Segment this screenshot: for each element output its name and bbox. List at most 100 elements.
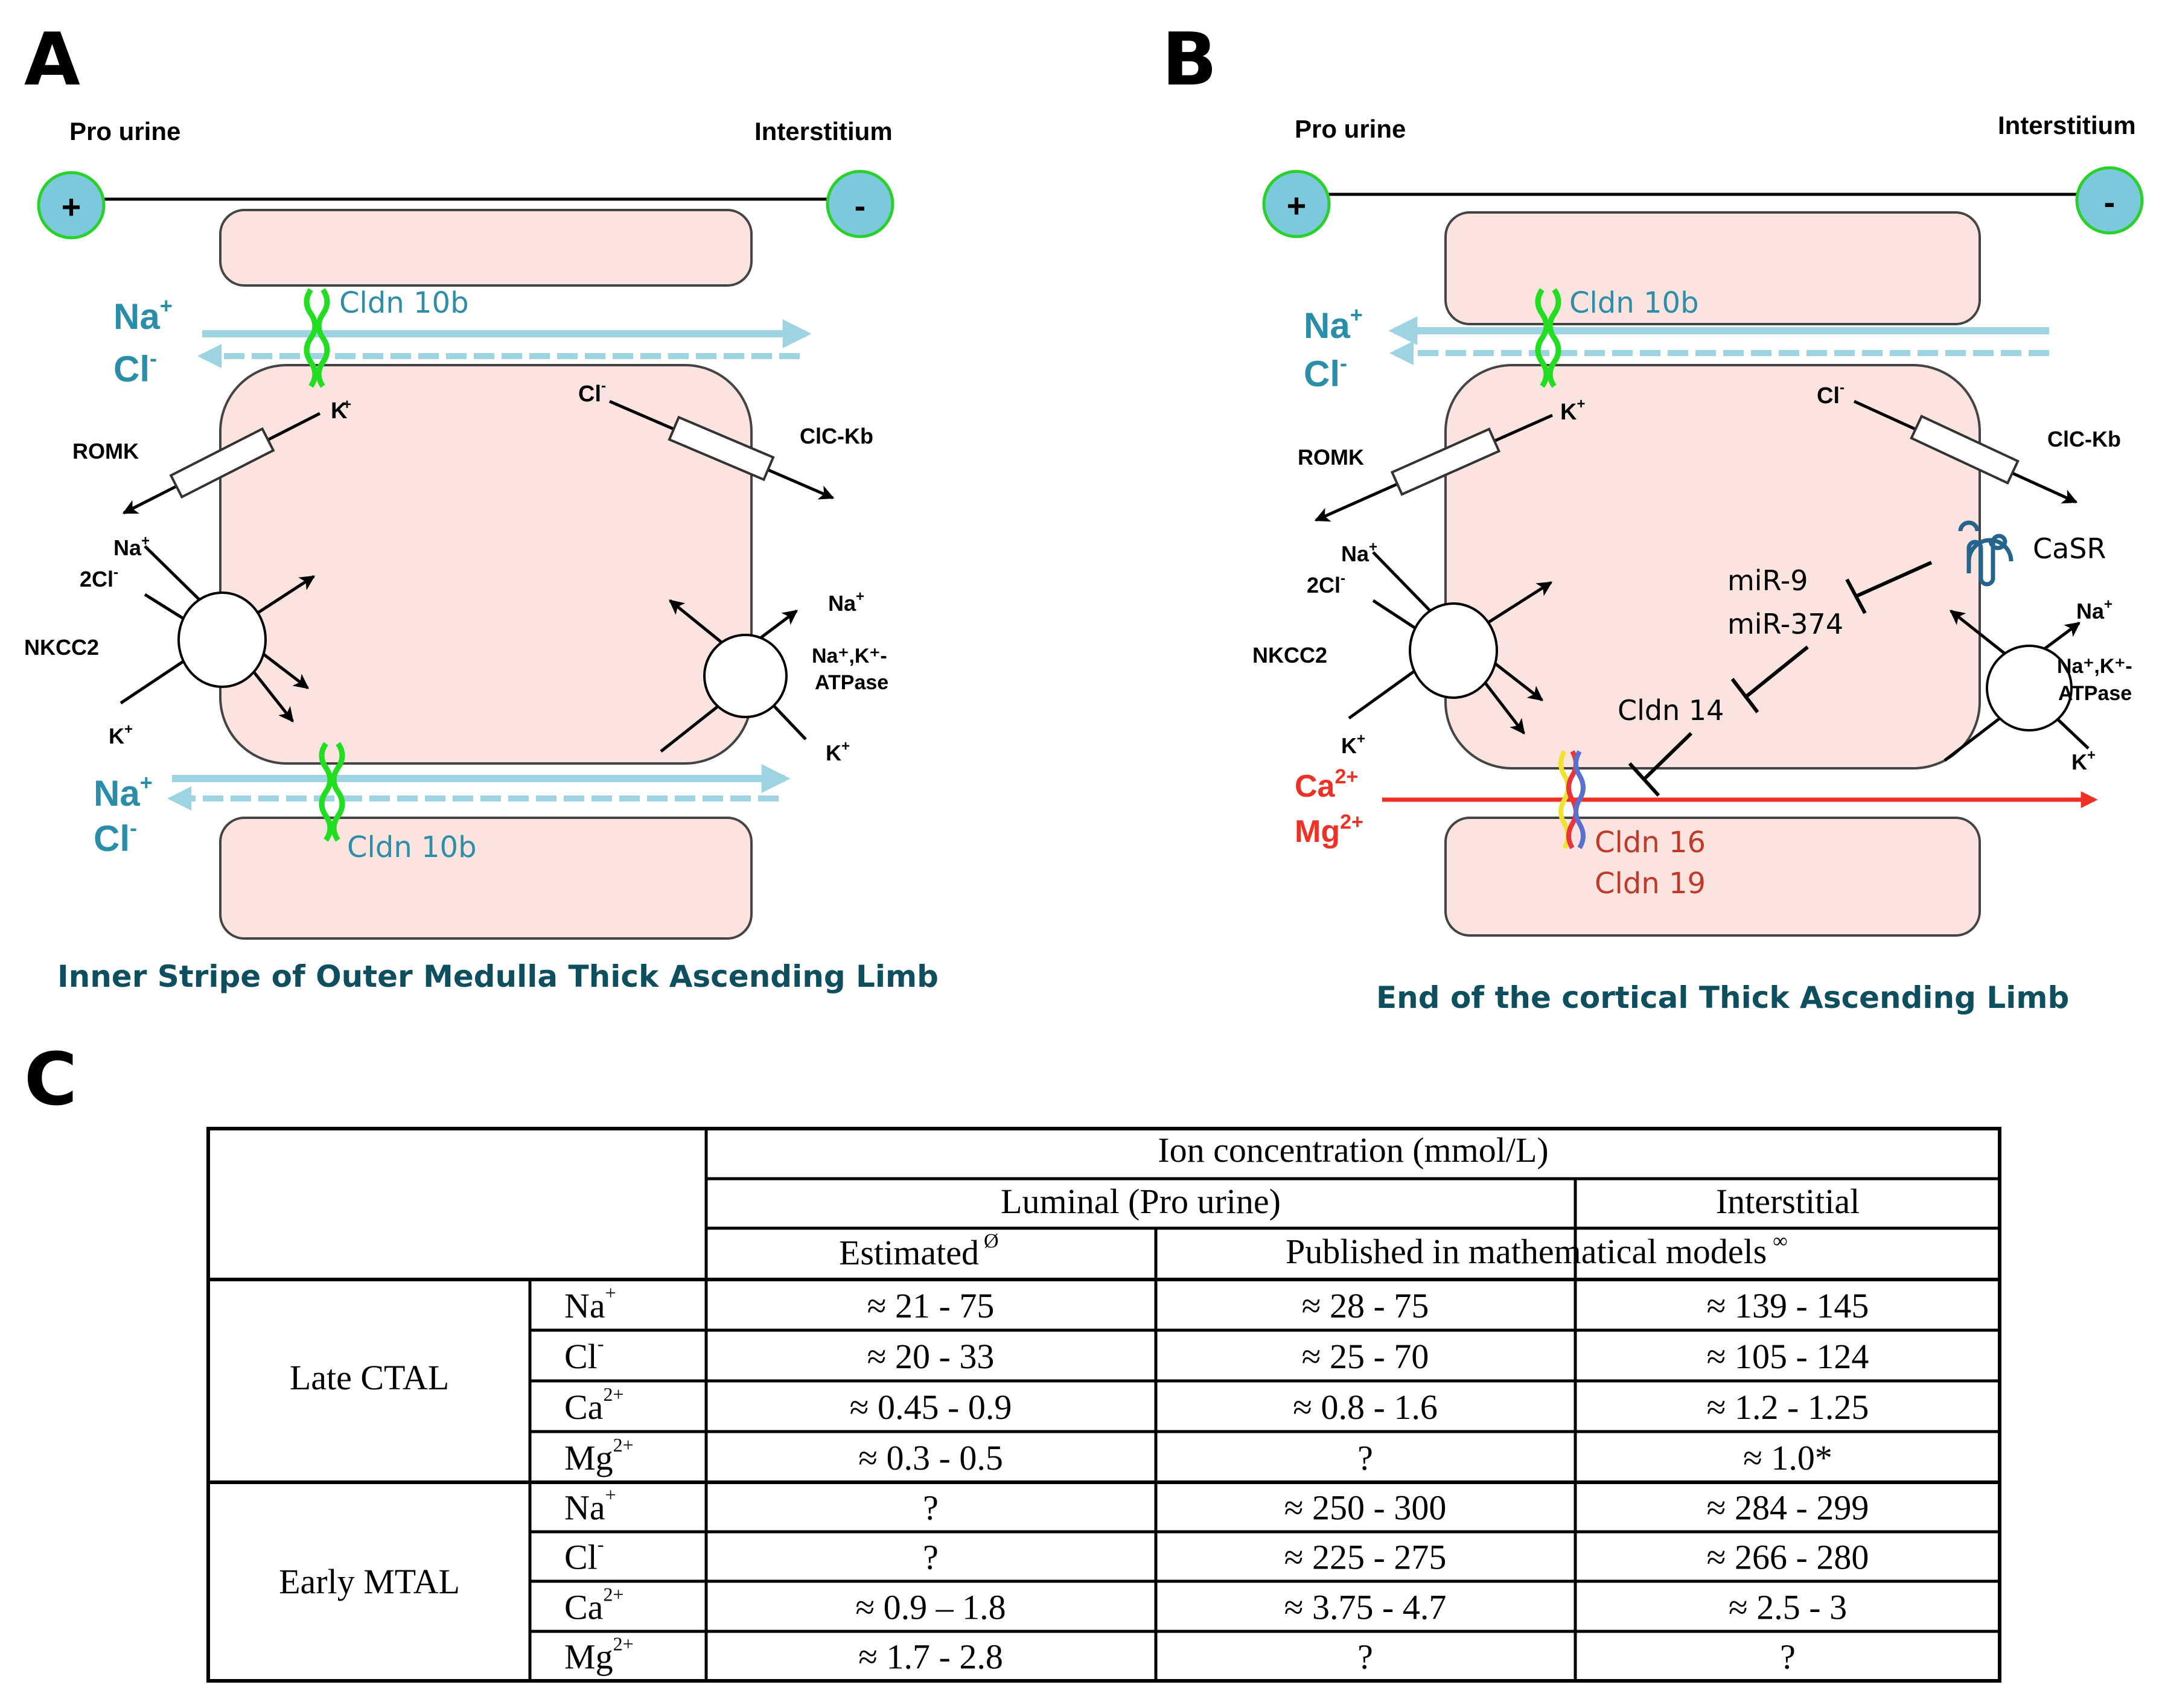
inhibition-casr-mir [1845, 561, 1933, 614]
cldn10b-bottom-label: Cldn 10b [347, 830, 477, 864]
svg-text:Cl-: Cl- [113, 346, 157, 389]
panel-b-letter: B [1162, 18, 1217, 102]
table-cell-interstitial: ≈ 266 - 280 [1707, 1538, 1869, 1577]
plus-electrode-b: + [1262, 170, 1331, 238]
svg-text:-: - [2104, 183, 2116, 221]
table-cell-estimated: ≈ 20 - 33 [867, 1337, 995, 1376]
cldn10b-label-b: Cldn 10b [1569, 286, 1699, 320]
table-cell-published: ≈ 250 - 300 [1284, 1488, 1447, 1528]
ca-mg-labels: Ca2+ Mg2+ [1295, 765, 1363, 849]
svg-text:Cl-: Cl- [1304, 351, 1347, 394]
svg-text:K: K [331, 398, 348, 424]
table-cell-interstitial: ≈ 1.2 - 1.25 [1707, 1388, 1869, 1427]
table-cell-interstitial: ≈ 105 - 124 [1707, 1337, 1869, 1376]
table-cell-published: ? [1357, 1438, 1373, 1477]
inhibition-cldn14-cldn16 [1628, 731, 1693, 797]
table-cell-estimated: ≈ 0.45 - 0.9 [850, 1388, 1012, 1427]
na-k-atpase: Na+ Na⁺,K⁺- ATPase K+ [660, 588, 888, 765]
svg-text:K+: K+ [2071, 747, 2096, 774]
nkcc2-cotransporter: Na+ 2Cl- NKCC2 K+ [24, 533, 316, 748]
svg-text:Cl-: Cl- [94, 815, 137, 859]
table-cell-published: ≈ 3.75 - 4.7 [1284, 1587, 1447, 1627]
mir374-label: miR-374 [1727, 608, 1843, 640]
table-cell-interstitial: ≈ 139 - 145 [1707, 1286, 1869, 1325]
cldn16-19-junction [1558, 750, 1586, 850]
panel-a: A Pro urine Interstitium + - [24, 18, 939, 994]
svg-text:NKCC2: NKCC2 [1252, 643, 1327, 668]
svg-text:2Cl-: 2Cl- [1307, 570, 1345, 597]
group-late-ctal: Late CTAL [290, 1358, 449, 1397]
cldn16-label: Cldn 16 [1595, 826, 1706, 859]
main-cell [219, 364, 753, 765]
table-cell-estimated: ? [923, 1538, 939, 1577]
cldn10b-top-label: Cldn 10b [339, 286, 469, 320]
ion-cell: Cl- [564, 1534, 604, 1577]
table-cell-published: ≈ 225 - 275 [1284, 1538, 1447, 1577]
panel-a-caption: Inner Stripe of Outer Medulla Thick Asce… [57, 959, 939, 994]
group-early-mtal: Early MTAL [279, 1562, 460, 1601]
mir9-label: miR-9 [1727, 564, 1808, 597]
svg-text:K+: K+ [826, 738, 850, 765]
svg-text:ATPase: ATPase [815, 671, 888, 694]
svg-text:Published in mathematical mode: Published in mathematical models∞ [1286, 1230, 1788, 1271]
svg-text:2Cl-: 2Cl- [80, 564, 118, 591]
svg-text:Na+: Na+ [828, 588, 864, 616]
panel-b: B Pro urine Interstitium + - Cldn 10b Na… [1162, 18, 2144, 1015]
table-cell-published: ? [1357, 1637, 1373, 1677]
panel-c: C Ion concentration (mmol/L) Lu [24, 1038, 2001, 1683]
inhibition-mir-cldn14 [1730, 645, 1809, 713]
svg-text:+: + [62, 188, 81, 226]
svg-text:Na+: Na+ [113, 293, 173, 337]
nkcc2-label: NKCC2 [24, 635, 99, 660]
pro-urine-label-b: Pro urine [1295, 115, 1406, 143]
table-cell-interstitial: ≈ 284 - 299 [1707, 1488, 1869, 1528]
na-cl-top-labels: Na+ Cl- [113, 293, 173, 389]
svg-text:Luminal (Pro urine): Luminal (Pro urine) [1001, 1182, 1281, 1221]
ion-cell: Na+ [564, 1282, 616, 1325]
table-cell-interstitial: ≈ 1.0* [1743, 1438, 1832, 1477]
minus-electrode-b: - [2075, 166, 2144, 235]
cldn19-label: Cldn 19 [1595, 867, 1706, 900]
svg-text:-: - [855, 186, 866, 225]
ion-cell: Mg2+ [564, 1633, 634, 1677]
svg-text:ATPase: ATPase [2058, 682, 2132, 705]
panel-a-letter: A [24, 18, 80, 102]
ion-cell: Ca2+ [564, 1583, 623, 1627]
svg-text:ROMK: ROMK [1298, 445, 1364, 470]
bottom-cell [219, 817, 753, 940]
na-cl-labels-b: Na+ Cl- [1304, 302, 1363, 394]
svg-text:K+: K+ [1341, 731, 1365, 758]
table-cell-estimated: ? [923, 1488, 939, 1528]
svg-text:ClC-Kb: ClC-Kb [2047, 427, 2121, 451]
svg-text:Na+: Na+ [1341, 539, 1377, 566]
svg-text:Na⁺,K⁺-: Na⁺,K⁺- [2057, 655, 2132, 678]
svg-text:+: + [343, 397, 351, 413]
na-cl-bottom-labels: Na+ Cl- [94, 770, 153, 859]
clckb-label: ClC-Kb [800, 424, 873, 448]
pro-urine-label: Pro urine [69, 117, 180, 145]
table-header: Ion concentration (mmol/L) Luminal (Pro … [839, 1130, 1860, 1272]
ion-cell: Na+ [564, 1484, 616, 1528]
ion-cell: Cl- [564, 1333, 604, 1376]
ion-cell: Ca2+ [564, 1383, 623, 1427]
svg-text:+: + [1287, 186, 1307, 225]
table-cell-estimated: ≈ 1.7 - 2.8 [858, 1637, 1003, 1677]
plus-electrode: + [37, 171, 106, 240]
ion-table [206, 1127, 2001, 1683]
top-cell [219, 209, 753, 287]
svg-text:Mg2+: Mg2+ [1295, 811, 1363, 849]
casr-label: CaSR [2033, 532, 2106, 565]
table-cell-published: ≈ 28 - 75 [1302, 1286, 1429, 1325]
nkcc2-cotransporter-b: Na+ 2Cl- NKCC2 K+ [1252, 539, 1553, 758]
panel-c-letter: C [24, 1038, 77, 1122]
table-cell-published: ≈ 0.8 - 1.6 [1293, 1388, 1438, 1427]
table-cell-interstitial: ≈ 2.5 - 3 [1729, 1587, 1847, 1627]
cldn14-label: Cldn 14 [1618, 694, 1724, 727]
svg-text:Na+: Na+ [1304, 302, 1363, 346]
svg-text:Cl-: Cl- [578, 378, 606, 407]
atpase-label: Na⁺,K⁺- [812, 645, 887, 668]
romk-label: ROMK [72, 439, 139, 464]
svg-text:Ca2+: Ca2+ [1295, 765, 1358, 804]
